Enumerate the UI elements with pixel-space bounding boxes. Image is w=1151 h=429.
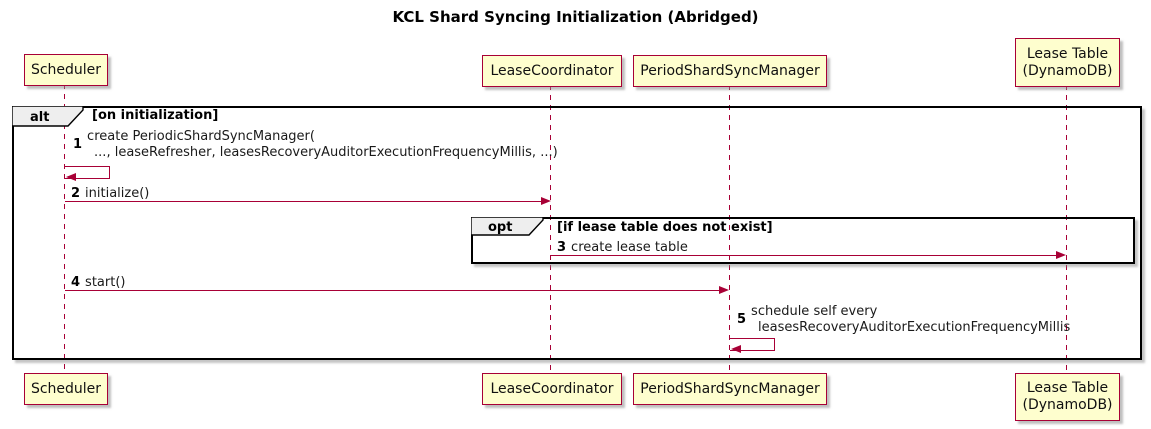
opt-frame-condition: [if lease table does not exist] — [557, 220, 773, 235]
participant-lease-table-bottom: Lease Table (DynamoDB) — [1015, 373, 1120, 421]
participant-label: Scheduler — [30, 61, 102, 78]
message-3-number: 3 — [557, 240, 567, 255]
participant-scheduler-bottom: Scheduler — [24, 373, 108, 405]
message-4-number: 4 — [71, 275, 81, 290]
participant-lease-table-top: Lease Table (DynamoDB) — [1015, 38, 1120, 87]
message-2-arrowhead-icon — [541, 197, 551, 205]
message-3-arrowhead-icon — [1056, 251, 1066, 259]
message-1-number: 1 — [73, 137, 83, 152]
message-1-text: ..., leaseRefresher, leasesRecoveryAudit… — [94, 145, 558, 160]
message-1-text: create PeriodicShardSyncManager( — [87, 129, 315, 144]
message-3-arrow — [551, 255, 1057, 256]
message-4-text: start() — [85, 275, 126, 290]
message-1: 1 create PeriodicShardSyncManager( ..., … — [73, 129, 558, 161]
participant-label: LeaseCoordinator — [490, 380, 614, 397]
alt-frame-condition: [on initialization] — [92, 108, 219, 123]
lifeline-scheduler — [64, 84, 65, 373]
opt-frame — [471, 217, 1135, 264]
message-4-arrowhead-icon — [719, 286, 729, 294]
participant-lease-coordinator-top: LeaseCoordinator — [482, 55, 622, 87]
message-3: 3 create lease table — [557, 240, 688, 256]
participant-label: PeriodShardSyncManager — [640, 62, 820, 79]
message-5-text: leasesRecoveryAuditorExecutionFrequencyM… — [758, 320, 1071, 335]
participant-lease-coordinator-bottom: LeaseCoordinator — [482, 373, 622, 405]
participant-label: PeriodShardSyncManager — [640, 380, 820, 397]
message-5-text: schedule self every — [751, 304, 878, 319]
participant-label: (DynamoDB) — [1022, 397, 1113, 413]
message-3-text: create lease table — [571, 240, 688, 255]
opt-frame-label: opt — [488, 220, 512, 235]
message-5-self-arrow — [730, 338, 775, 351]
participant-scheduler-top: Scheduler — [24, 54, 108, 86]
participant-label: (DynamoDB) — [1022, 62, 1113, 79]
message-5: 5 schedule self every leasesRecoveryAudi… — [737, 304, 1070, 336]
message-5-arrowhead-icon — [731, 345, 741, 353]
message-1-arrowhead-icon — [66, 173, 76, 181]
message-5-number: 5 — [737, 312, 747, 327]
opt-frame-label-pentagon-icon: opt — [471, 217, 544, 236]
message-4-arrow — [65, 290, 720, 291]
message-2-number: 2 — [71, 186, 81, 201]
message-2-text: initialize() — [85, 186, 150, 201]
participant-period-shard-sync-manager-top: PeriodShardSyncManager — [633, 55, 827, 87]
message-4: 4 start() — [71, 275, 125, 291]
participant-label: Scheduler — [30, 380, 102, 397]
alt-frame-label: alt — [30, 110, 49, 125]
message-2: 2 initialize() — [71, 186, 149, 202]
participant-label: LeaseCoordinator — [490, 62, 614, 79]
participant-period-shard-sync-manager-bottom: PeriodShardSyncManager — [633, 373, 827, 405]
message-2-arrow — [65, 201, 542, 202]
message-1-self-arrow — [65, 166, 110, 179]
lifeline-lease-table — [1066, 85, 1067, 373]
diagram-title: KCL Shard Syncing Initialization (Abridg… — [392, 8, 759, 26]
participant-label: Lease Table — [1026, 380, 1109, 396]
lifeline-lease-coordinator — [550, 85, 551, 373]
participant-label: Lease Table — [1026, 45, 1109, 62]
lifeline-period-shard-sync-manager — [729, 85, 730, 373]
alt-frame-label-pentagon-icon: alt — [12, 106, 84, 127]
alt-frame — [12, 106, 1142, 360]
